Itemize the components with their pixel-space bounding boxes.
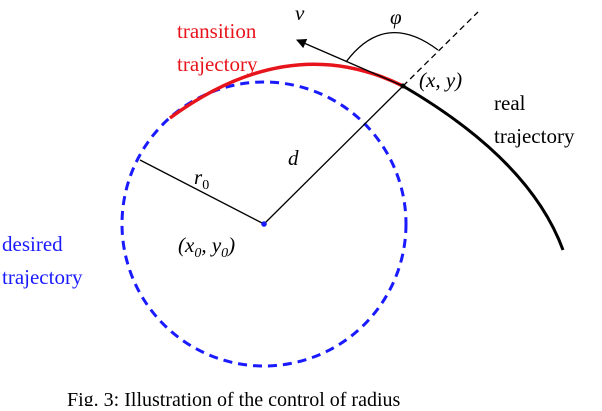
transition-label-line1: transition: [177, 19, 257, 43]
angle-label: φ: [390, 5, 402, 29]
center-close: ): [227, 233, 235, 257]
distance-line: [263, 85, 404, 225]
center-label: (x0, y0): [178, 233, 235, 261]
radius-line: [139, 159, 265, 225]
tangent-dashed-line: [402, 11, 479, 87]
center-sub1: 0: [194, 246, 201, 261]
velocity-arrow: [296, 38, 404, 87]
radius-label: r0: [194, 165, 209, 193]
center-point: [261, 221, 267, 227]
current-point: [400, 83, 406, 89]
point-label: (x, y): [419, 68, 462, 92]
real-label-line1: real: [494, 91, 526, 115]
desired-label-line1: desired: [2, 232, 63, 256]
velocity-label: v: [295, 1, 305, 25]
distance-label: d: [288, 146, 299, 170]
radius-subscript: 0: [202, 178, 209, 193]
radius-symbol: r: [194, 165, 203, 189]
desired-label-line2: trajectory: [2, 265, 83, 289]
desired-trajectory-circle: [120, 80, 408, 368]
real-label-line2: trajectory: [494, 124, 575, 148]
figure-caption: Fig. 3: Illustration of the control of r…: [67, 389, 400, 406]
center-sub2: 0: [221, 246, 228, 261]
real-trajectory-curve: [402, 84, 565, 251]
angle-arc: [345, 31, 439, 63]
center-open: (x: [178, 233, 195, 257]
transition-label-line2: trajectory: [177, 52, 258, 76]
center-mid: , y: [201, 233, 222, 257]
